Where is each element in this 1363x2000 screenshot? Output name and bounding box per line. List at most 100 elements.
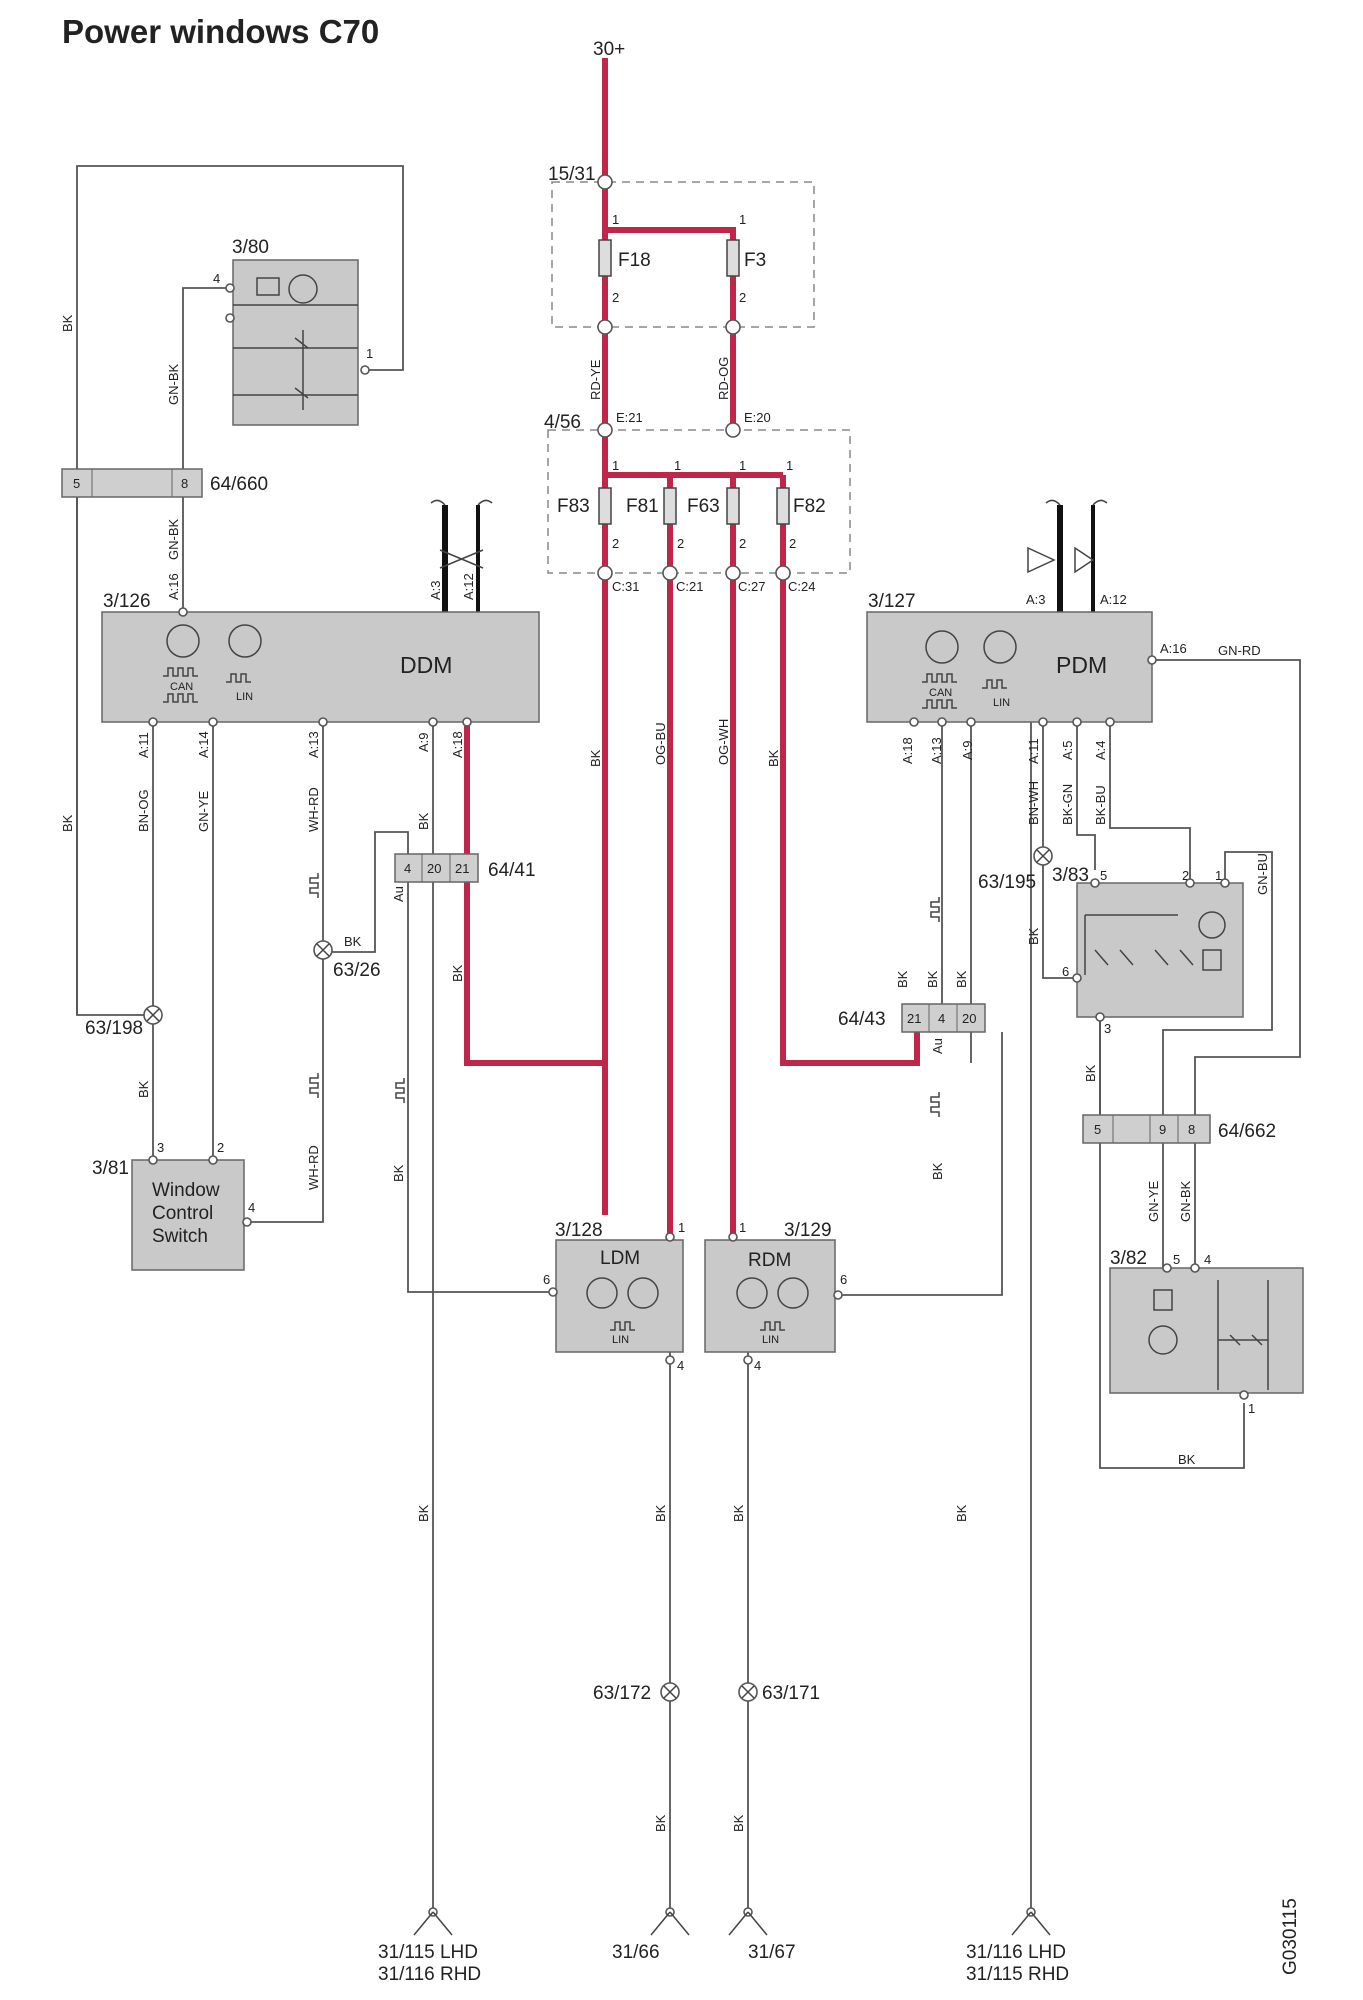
pin-1: 1	[1248, 1401, 1255, 1416]
output-c27: C:27	[738, 579, 765, 594]
pin-6: 6	[840, 1272, 847, 1287]
pin-2: 2	[217, 1140, 224, 1155]
relay-coil-icon	[256, 277, 280, 296]
switch-3-80: 3/80 4 1	[213, 237, 373, 426]
pin-4: 4	[1204, 1252, 1211, 1267]
fuse-f3	[726, 239, 740, 277]
switch-3-83: 3/83 5 2 1 6 3	[1052, 865, 1244, 1036]
connector-64-660: 64/660 5 8	[61, 468, 268, 498]
fuse-f63-label: F63	[687, 496, 720, 517]
pin-5: 5	[1173, 1252, 1180, 1267]
pin-3: 3	[157, 1140, 164, 1155]
wire-label-bk: BK	[954, 970, 969, 988]
pdm-pin-a9: A:9	[960, 740, 975, 760]
rdm-ref: 3/129	[784, 1220, 832, 1241]
wire-label-rd-ye: RD-YE	[588, 359, 603, 400]
pdm-pin-a11: A:11	[1026, 738, 1041, 764]
wcs-ref: 3/81	[92, 1158, 129, 1179]
ddm-pin-a9: A:9	[416, 732, 431, 752]
transistor-icon	[736, 1277, 768, 1309]
ddm-pin-a13: A:13	[306, 731, 321, 758]
wire-label-bn-og: BN-OG	[136, 789, 151, 832]
splice-label: 63/172	[593, 1683, 651, 1704]
wire-label-bk: BK	[344, 934, 362, 949]
switch-3-83-label: 3/83	[1052, 865, 1089, 886]
wire-label-bk: BK	[416, 1504, 431, 1522]
pulse-icon	[610, 1321, 635, 1331]
pin-5: 5	[1100, 868, 1107, 883]
ddm-pin-a11: A:11	[136, 732, 151, 758]
relay-coil-icon	[1153, 1289, 1173, 1311]
splice-63-195: 63/195	[978, 846, 1053, 893]
ground-label-line2: 31/116 RHD	[378, 1964, 481, 1985]
pulse-icon	[760, 1321, 785, 1331]
fuse-box-b-label: 4/56	[544, 412, 581, 433]
pdm-pin-a16: A:16	[1160, 641, 1187, 656]
pin-1: 1	[366, 346, 373, 361]
wire-label-gn-ye: GN-YE	[1146, 1181, 1161, 1223]
wire-label-bk: BK	[60, 814, 75, 832]
relay-coil-icon	[1202, 949, 1222, 971]
pin-4: 4	[248, 1200, 255, 1215]
connector-label: 64/43	[838, 1009, 886, 1030]
pin-label: 1	[739, 212, 746, 227]
motor-icon	[627, 1277, 659, 1309]
fuse-f81	[663, 487, 677, 525]
switch-3-80-label: 3/80	[232, 237, 269, 258]
pin-1: 1	[678, 1220, 685, 1235]
wire-label-bk: BK	[925, 970, 940, 988]
pdm-pin-a13: A:13	[929, 737, 944, 764]
output-c31: C:31	[612, 579, 639, 594]
pin-21: 21	[907, 1011, 921, 1026]
fuse-f18-label: F18	[618, 250, 651, 271]
pin-label: 1	[739, 458, 746, 473]
wire-label-au: Au	[930, 1038, 945, 1054]
pin-21: 21	[455, 861, 469, 876]
pulse-icon	[922, 699, 957, 709]
pdm-ref: 3/127	[868, 591, 916, 612]
ldm-label: LDM	[600, 1248, 640, 1269]
wire-label-bk: BK	[391, 1164, 406, 1182]
wire-label-bk: BK	[653, 1814, 668, 1832]
connector-64-662: 64/662 5 9 8	[1082, 1114, 1276, 1144]
wire-label-wh-rd: WH-RD	[306, 1145, 321, 1190]
wire-label-bk: BK	[930, 1162, 945, 1180]
splice-63-198: 63/198	[85, 1005, 163, 1039]
output-c21: C:21	[676, 579, 703, 594]
wire-label-gn-bk: GN-BK	[166, 364, 181, 406]
pdm-pin-a18: A:18	[900, 737, 915, 764]
ddm-pin-a3: A:3	[428, 580, 443, 600]
wire-label-bk: BK	[136, 1080, 151, 1098]
wire-label-og-bu: OG-BU	[653, 722, 668, 765]
diagram-title: Power windows C70	[62, 13, 379, 50]
fuse-f81-label: F81	[626, 496, 659, 517]
pulse-icon	[982, 679, 1007, 689]
pdm-module: 3/127 PDM CAN LIN A:3 A:12 A:16 A:18 A:1…	[866, 591, 1187, 764]
wcs-label-line3: Switch	[152, 1226, 208, 1247]
splice-label: 63/198	[85, 1018, 143, 1039]
signal-wires	[76, 165, 1301, 1912]
fuse-f83-label: F83	[557, 496, 590, 517]
fuse-box-15-31: 15/31 F18 F3 1 1 2 2	[548, 164, 815, 328]
pulse-icon	[163, 693, 198, 703]
wire-label-bk: BK	[766, 749, 781, 767]
wcs-label-line2: Control	[152, 1203, 213, 1224]
connection-points	[148, 174, 1249, 1400]
rdm-module: 3/129 RDM LIN 1 6 4	[704, 1220, 847, 1373]
pin-label: 2	[789, 536, 796, 551]
lin-label: LIN	[612, 1334, 629, 1346]
connector-label: 64/662	[1218, 1121, 1276, 1142]
wcs-label-line1: Window	[152, 1180, 220, 1201]
lin-label: LIN	[236, 691, 253, 703]
pin-6: 6	[1062, 964, 1069, 979]
pdm-pin-a4: A:4	[1093, 740, 1108, 760]
wire-label-gn-ye: GN-YE	[196, 791, 211, 833]
wire-label-bk: BK	[1178, 1452, 1196, 1467]
wire-label-gn-rd: GN-RD	[1218, 643, 1261, 658]
fuse-f18	[598, 239, 612, 277]
can-label: CAN	[170, 681, 193, 693]
pin-9: 9	[1159, 1122, 1166, 1137]
pdm-pin-a12: A:12	[1100, 592, 1127, 607]
wire-label-bk-gn: BK-GN	[1060, 784, 1075, 825]
wire-label-bk: BK	[416, 812, 431, 830]
